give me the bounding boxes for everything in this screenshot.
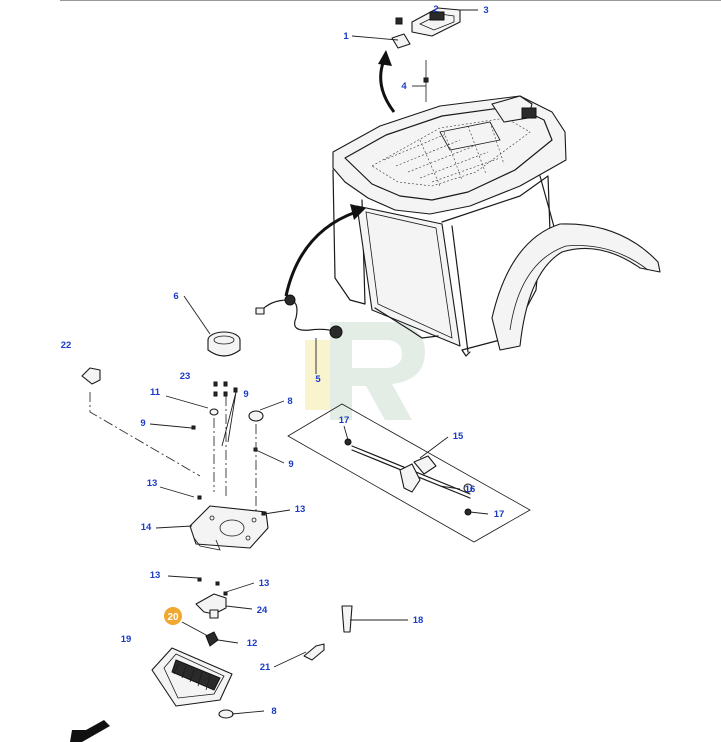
callout-1: 1 bbox=[343, 31, 349, 42]
part-19-housing bbox=[151, 647, 233, 707]
callout-20: 20 bbox=[167, 612, 179, 623]
callout-4: 4 bbox=[401, 81, 407, 92]
fastener-parts-group bbox=[191, 381, 264, 452]
part-6-cap bbox=[207, 331, 241, 357]
callout-19: 19 bbox=[121, 634, 132, 645]
assembly-arrow-lower bbox=[284, 204, 366, 297]
callout-14: 14 bbox=[141, 522, 152, 533]
callout-17-a: 17 bbox=[339, 415, 350, 426]
part-2-screw bbox=[395, 17, 403, 25]
assembly-arrow-upper bbox=[378, 50, 396, 113]
front-direction-arrow-icon bbox=[70, 720, 110, 742]
callout-24: 24 bbox=[257, 605, 268, 616]
callout-16: 16 bbox=[465, 484, 476, 495]
callout-8-lower: 8 bbox=[271, 706, 276, 717]
part-1-connector bbox=[391, 33, 411, 49]
callout-11: 11 bbox=[150, 387, 161, 398]
part-12-screw bbox=[205, 631, 219, 647]
part-24-bracket bbox=[195, 577, 228, 619]
callout-3: 3 bbox=[483, 5, 488, 16]
callout-2: 2 bbox=[433, 4, 438, 15]
callout-18: 18 bbox=[413, 615, 424, 626]
callout-13-c: 13 bbox=[150, 570, 161, 581]
part-22-plug bbox=[81, 367, 101, 385]
callout-9-b: 9 bbox=[140, 418, 145, 429]
assembly-centerlines bbox=[89, 392, 257, 512]
part-8-grommet bbox=[218, 709, 234, 719]
part-15-bracket-frame bbox=[287, 403, 531, 543]
callout-8-upper: 8 bbox=[287, 396, 292, 407]
part-3-switch-module bbox=[411, 7, 461, 37]
part-14-plate bbox=[189, 495, 269, 551]
callout-labels: 1 2 3 4 5 6 8 8 9 9 9 11 12 13 13 13 13 … bbox=[61, 4, 505, 717]
part-18-bracket bbox=[341, 605, 353, 633]
part-16-rod bbox=[351, 445, 473, 499]
callout-6: 6 bbox=[173, 291, 178, 302]
callout-20-badge bbox=[164, 607, 182, 625]
callout-15: 15 bbox=[453, 431, 464, 442]
callout-23: 23 bbox=[180, 371, 191, 382]
callout-22: 22 bbox=[61, 340, 72, 351]
cab-assembly bbox=[332, 95, 661, 357]
part-5-harness bbox=[255, 294, 343, 339]
leader-lines bbox=[149, 9, 489, 715]
callout-13-b: 13 bbox=[295, 504, 306, 515]
callout-12: 12 bbox=[247, 638, 258, 649]
callout-13-a: 13 bbox=[147, 478, 158, 489]
callout-9-c: 9 bbox=[288, 459, 293, 470]
callout-5: 5 bbox=[315, 374, 321, 385]
callout-17-b: 17 bbox=[494, 509, 505, 520]
r-logo-watermark bbox=[305, 322, 425, 420]
callout-13-d: 13 bbox=[259, 578, 270, 589]
part-4-pin bbox=[423, 60, 429, 102]
callout-21: 21 bbox=[260, 662, 271, 673]
part-21-clip bbox=[303, 643, 325, 661]
callout-9-a: 9 bbox=[243, 389, 248, 400]
